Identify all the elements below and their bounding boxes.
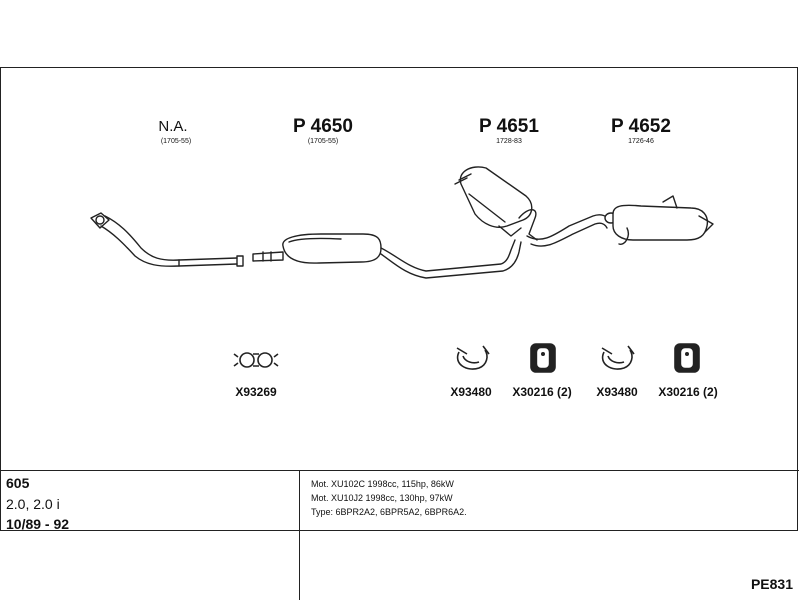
part-code-na: N.A. xyxy=(158,118,188,135)
accessory-label: X30216 (2) xyxy=(658,385,718,399)
accessory-label: X93480 xyxy=(596,385,638,399)
u-clamp-icon xyxy=(601,345,635,370)
accessory-label: X93480 xyxy=(450,385,492,399)
part-code-p4650: P 4650 xyxy=(293,116,353,137)
diagram-number: PE831 xyxy=(750,576,793,592)
part-code-p4652: P 4652 xyxy=(611,116,671,137)
rubber-hanger-icon xyxy=(674,343,700,373)
part-ref-p4650: (1705-55) xyxy=(307,138,339,145)
engine-line-2: Mot. XU10J2 1998cc, 130hp, 97kW xyxy=(311,493,453,503)
part-code-p4651: P 4651 xyxy=(479,116,539,137)
intermediate-silencer-drawing xyxy=(454,166,538,241)
info-divider xyxy=(299,471,300,600)
part-ref-p4651: 1728-83 xyxy=(496,138,522,145)
rubber-hanger-icon xyxy=(530,343,556,373)
part-ref-na: (1705-55) xyxy=(160,138,192,145)
exhaust-system-drawing xyxy=(90,166,714,373)
part-ref-p4652: 1726-46 xyxy=(628,138,654,145)
double-clamp-icon xyxy=(233,352,279,368)
accessory-label: X93269 xyxy=(235,385,277,399)
vehicle-years: 10/89 - 92 xyxy=(6,516,70,532)
u-clamp-icon xyxy=(456,345,490,370)
front-pipe-drawing xyxy=(90,212,244,267)
exhaust-diagram-sheet: N.A. (1705-55) P 4650 (1705-55) P 4651 1… xyxy=(0,67,799,600)
vehicle-engine: 2.0, 2.0 i xyxy=(6,496,60,512)
centre-silencer-drawing xyxy=(252,233,522,279)
engine-line-1: Mot. XU102C 1998cc, 115hp, 86kW xyxy=(311,479,454,489)
rear-silencer-drawing xyxy=(526,195,714,247)
accessory-label: X30216 (2) xyxy=(512,385,572,399)
vehicle-model: 605 xyxy=(6,475,30,491)
vehicle-info-panel: 605 2.0, 2.0 i 10/89 - 92 Mot. XU102C 19… xyxy=(1,470,799,600)
engine-type-line: Type: 6BPR2A2, 6BPR5A2, 6BPR6A2. xyxy=(311,507,467,517)
